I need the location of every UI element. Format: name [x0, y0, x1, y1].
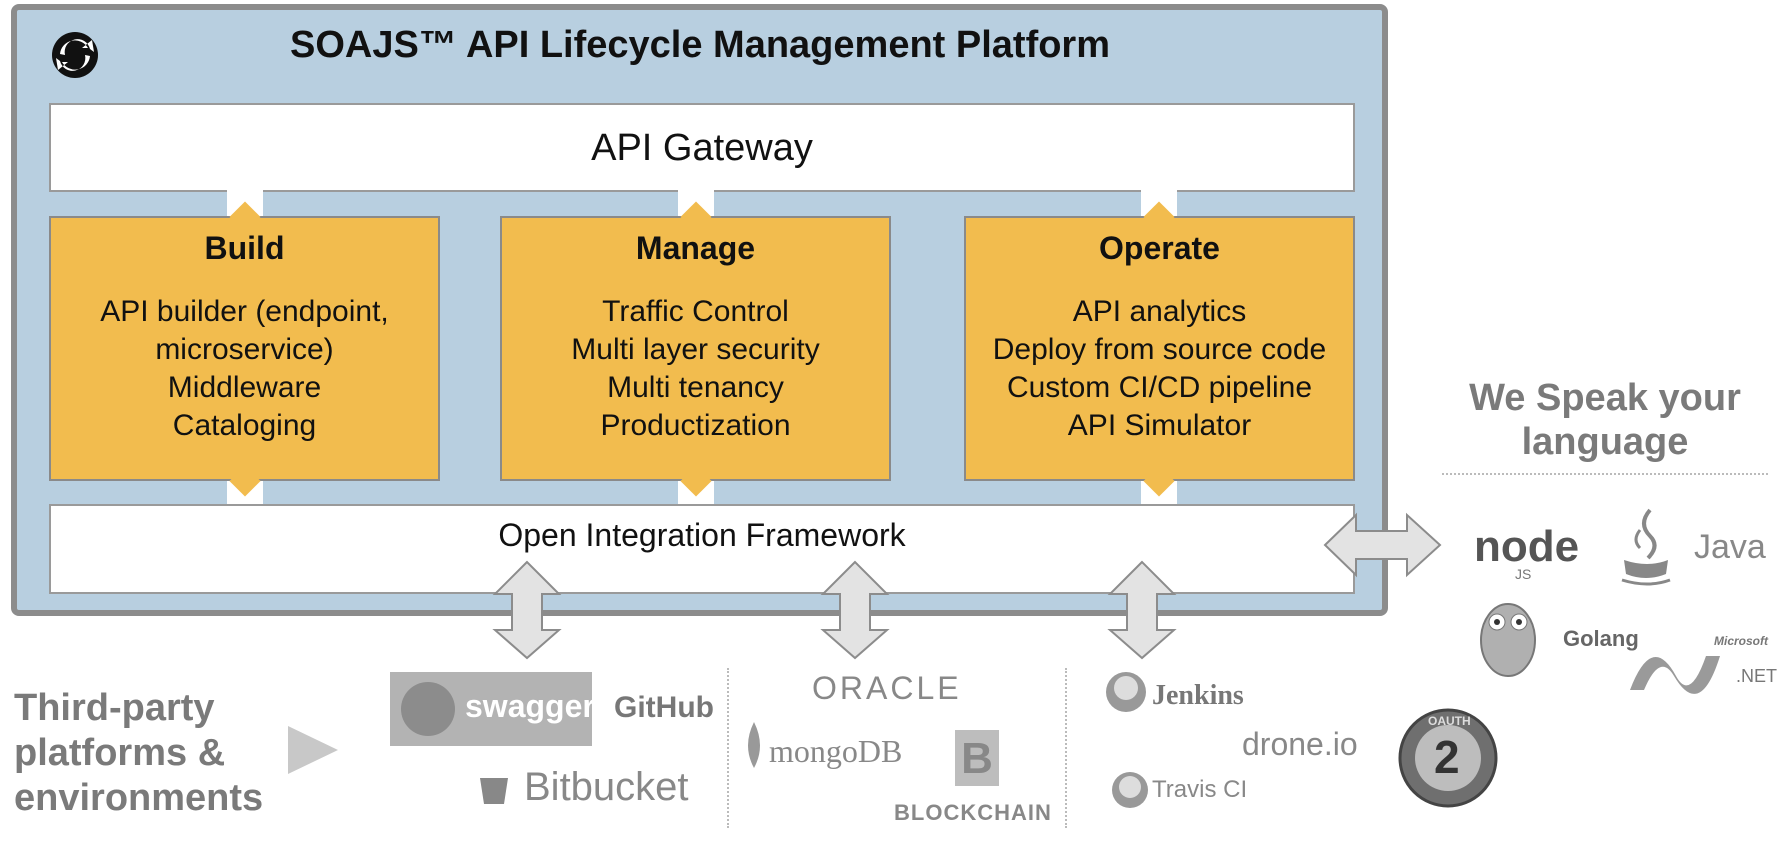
bitbucket-logo: Bitbucket — [524, 765, 689, 809]
dotnet-wave-icon — [1630, 656, 1720, 694]
swagger-logo: swagger — [465, 688, 595, 724]
pillar-line: Productization — [600, 409, 791, 442]
arrow-platform-languages — [1323, 512, 1442, 578]
blockchain-logo: BLOCKCHAIN — [894, 800, 1052, 825]
pillar-line: Middleware — [167, 371, 322, 404]
pillar-line: Custom CI/CD pipeline — [1006, 371, 1313, 404]
java-cup-icon — [1621, 508, 1671, 586]
travis-ci-icon — [1112, 772, 1148, 808]
pillar-line: API Simulator — [1067, 409, 1252, 442]
oauth-badge-icon — [1398, 708, 1498, 808]
jenkins-icon — [1106, 672, 1146, 712]
pillar-line: API analytics — [1072, 295, 1247, 328]
pillar-line: Multi layer security — [571, 333, 820, 366]
travis-ci-logo: Travis CI — [1152, 776, 1248, 803]
droneio-logo: drone.io — [1242, 726, 1358, 762]
third-party-divider-1 — [727, 668, 729, 828]
svg-text:B: B — [961, 734, 993, 783]
nodejs-logo: node — [1474, 522, 1580, 571]
third-party-label-line: platforms & — [14, 732, 226, 774]
golang-logo: Golang — [1563, 626, 1639, 651]
pillar-heading: Operate — [1099, 230, 1220, 266]
jenkins-logo: Jenkins — [1152, 680, 1244, 711]
languages-heading: We Speak your language — [1440, 376, 1770, 464]
blockchain-icon: B — [955, 730, 999, 786]
soajs-logo-icon — [52, 32, 98, 78]
oracle-logo: ORACLE — [812, 670, 962, 706]
pillar-manage: Manage Traffic Control Multi layer secur… — [500, 216, 891, 481]
swagger-logo-icon — [390, 672, 592, 746]
mongodb-logo: mongoDB — [769, 733, 903, 769]
third-party-label-line: Third-party — [14, 687, 215, 729]
nodejs-logo-sub: JS — [1515, 566, 1532, 582]
pillar-line: Traffic Control — [602, 295, 789, 328]
arrow-framework-source — [492, 560, 562, 660]
pillar-heading: Build — [204, 230, 285, 266]
third-party-label-line: environments — [14, 777, 264, 819]
diagram-title: SOAJS™ API Lifecycle Management Platform — [289, 24, 1111, 66]
third-party-label: Third-party platforms & environments — [14, 686, 263, 821]
microsoft-logo-text: Microsoft — [1714, 634, 1768, 648]
mongodb-leaf-icon — [748, 722, 760, 768]
pillar-line: Cataloging — [172, 409, 317, 442]
pillar-line: Multi tenancy — [607, 371, 784, 404]
languages-divider — [1442, 473, 1768, 475]
arrow-framework-data — [820, 560, 890, 660]
arrow-third-party — [288, 726, 338, 774]
java-logo: Java — [1694, 528, 1766, 566]
pillar-line: Deploy from source code — [992, 333, 1327, 366]
languages-heading-line: We Speak your — [1469, 377, 1741, 419]
oauth-badge-number: 2 — [1434, 731, 1460, 783]
bitbucket-icon — [480, 778, 508, 804]
oauth-badge-text: OAUTH — [1428, 714, 1471, 728]
golang-gopher-icon — [1480, 603, 1536, 677]
dotnet-logo-text: .NET — [1736, 666, 1778, 686]
api-gateway-label: API Gateway — [591, 127, 813, 169]
pillar-heading: Manage — [635, 230, 756, 266]
pillar-line: API builder (endpoint, — [100, 295, 389, 328]
framework-label: Open Integration Framework — [498, 517, 906, 553]
arrow-framework-ci — [1107, 560, 1177, 660]
github-logo: GitHub — [614, 691, 714, 724]
pillar-line: microservice) — [155, 333, 334, 366]
third-party-divider-2 — [1065, 668, 1067, 828]
languages-heading-line: language — [1521, 421, 1689, 463]
